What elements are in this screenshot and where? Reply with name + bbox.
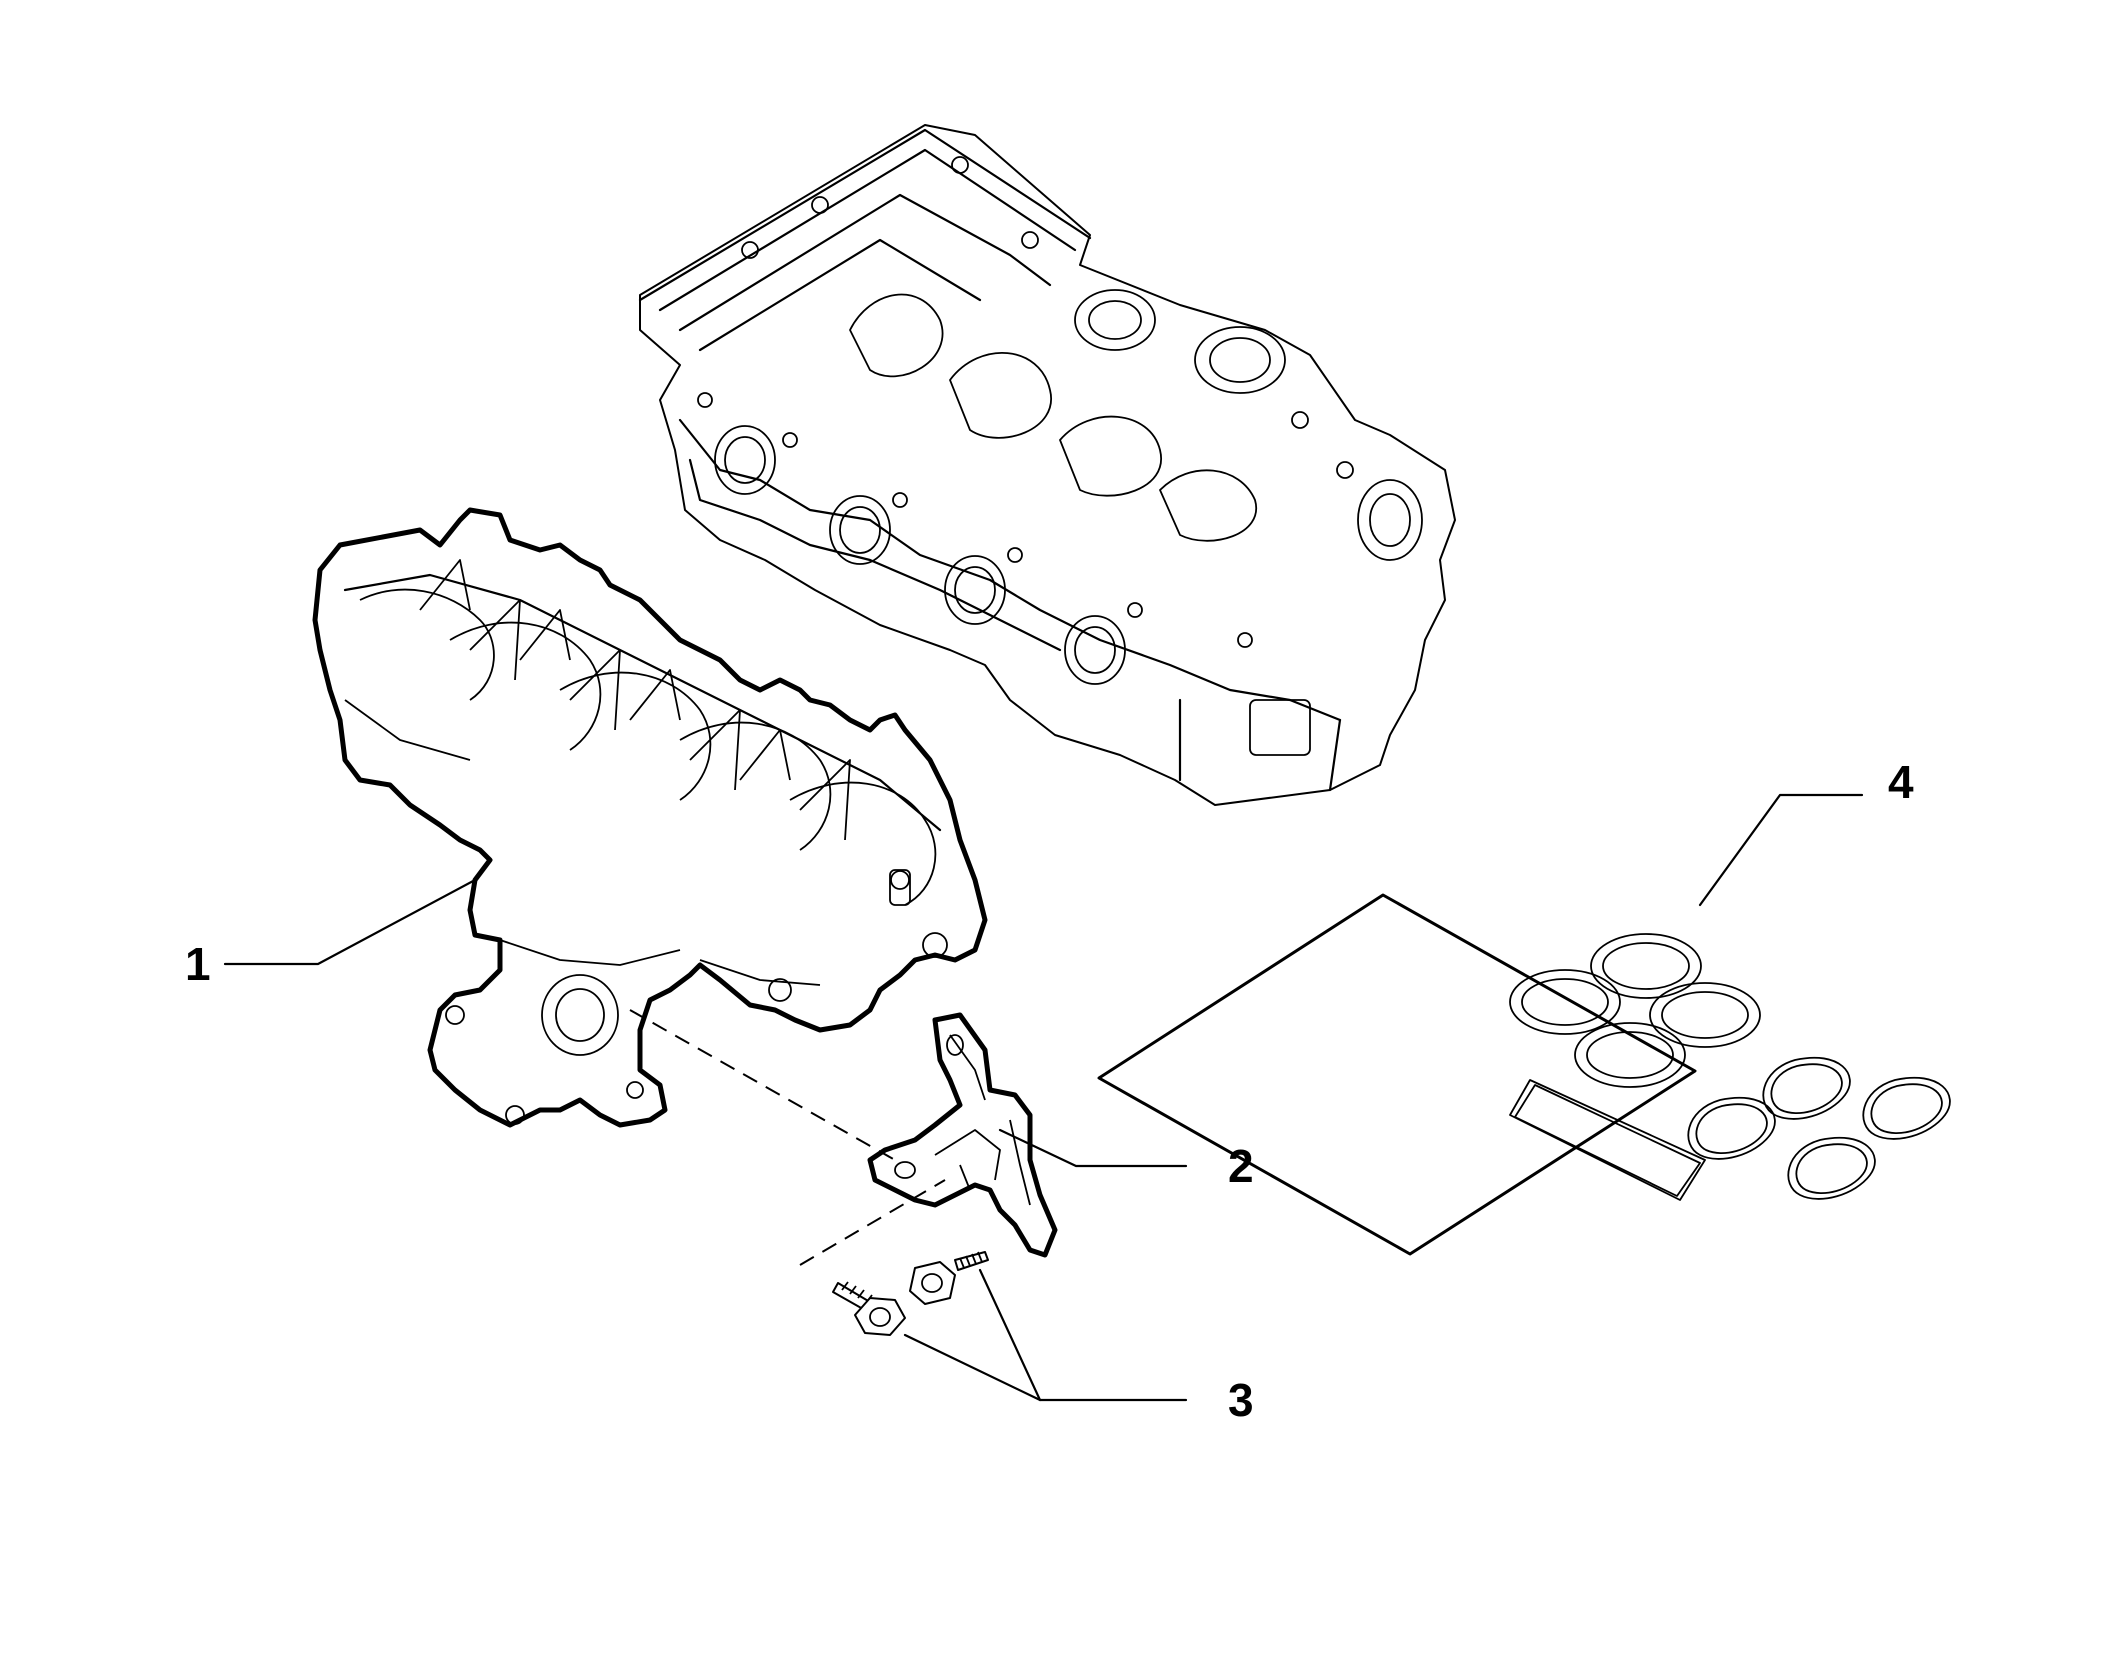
callout-3: 3	[1228, 1374, 1254, 1426]
assembly-dashed-lines	[629, 1009, 946, 1266]
callout-4: 4	[1888, 756, 1914, 808]
intake-manifold-drawing	[312, 507, 988, 1128]
leader-lines	[223, 793, 1864, 1402]
gasket-kit-drawing	[1097, 893, 1951, 1256]
callout-2: 2	[1228, 1140, 1254, 1192]
bracket-drawing	[867, 1012, 1058, 1258]
bolts-drawing	[832, 1251, 989, 1336]
callout-1: 1	[185, 938, 211, 990]
cylinder-head-drawing	[638, 124, 1456, 806]
